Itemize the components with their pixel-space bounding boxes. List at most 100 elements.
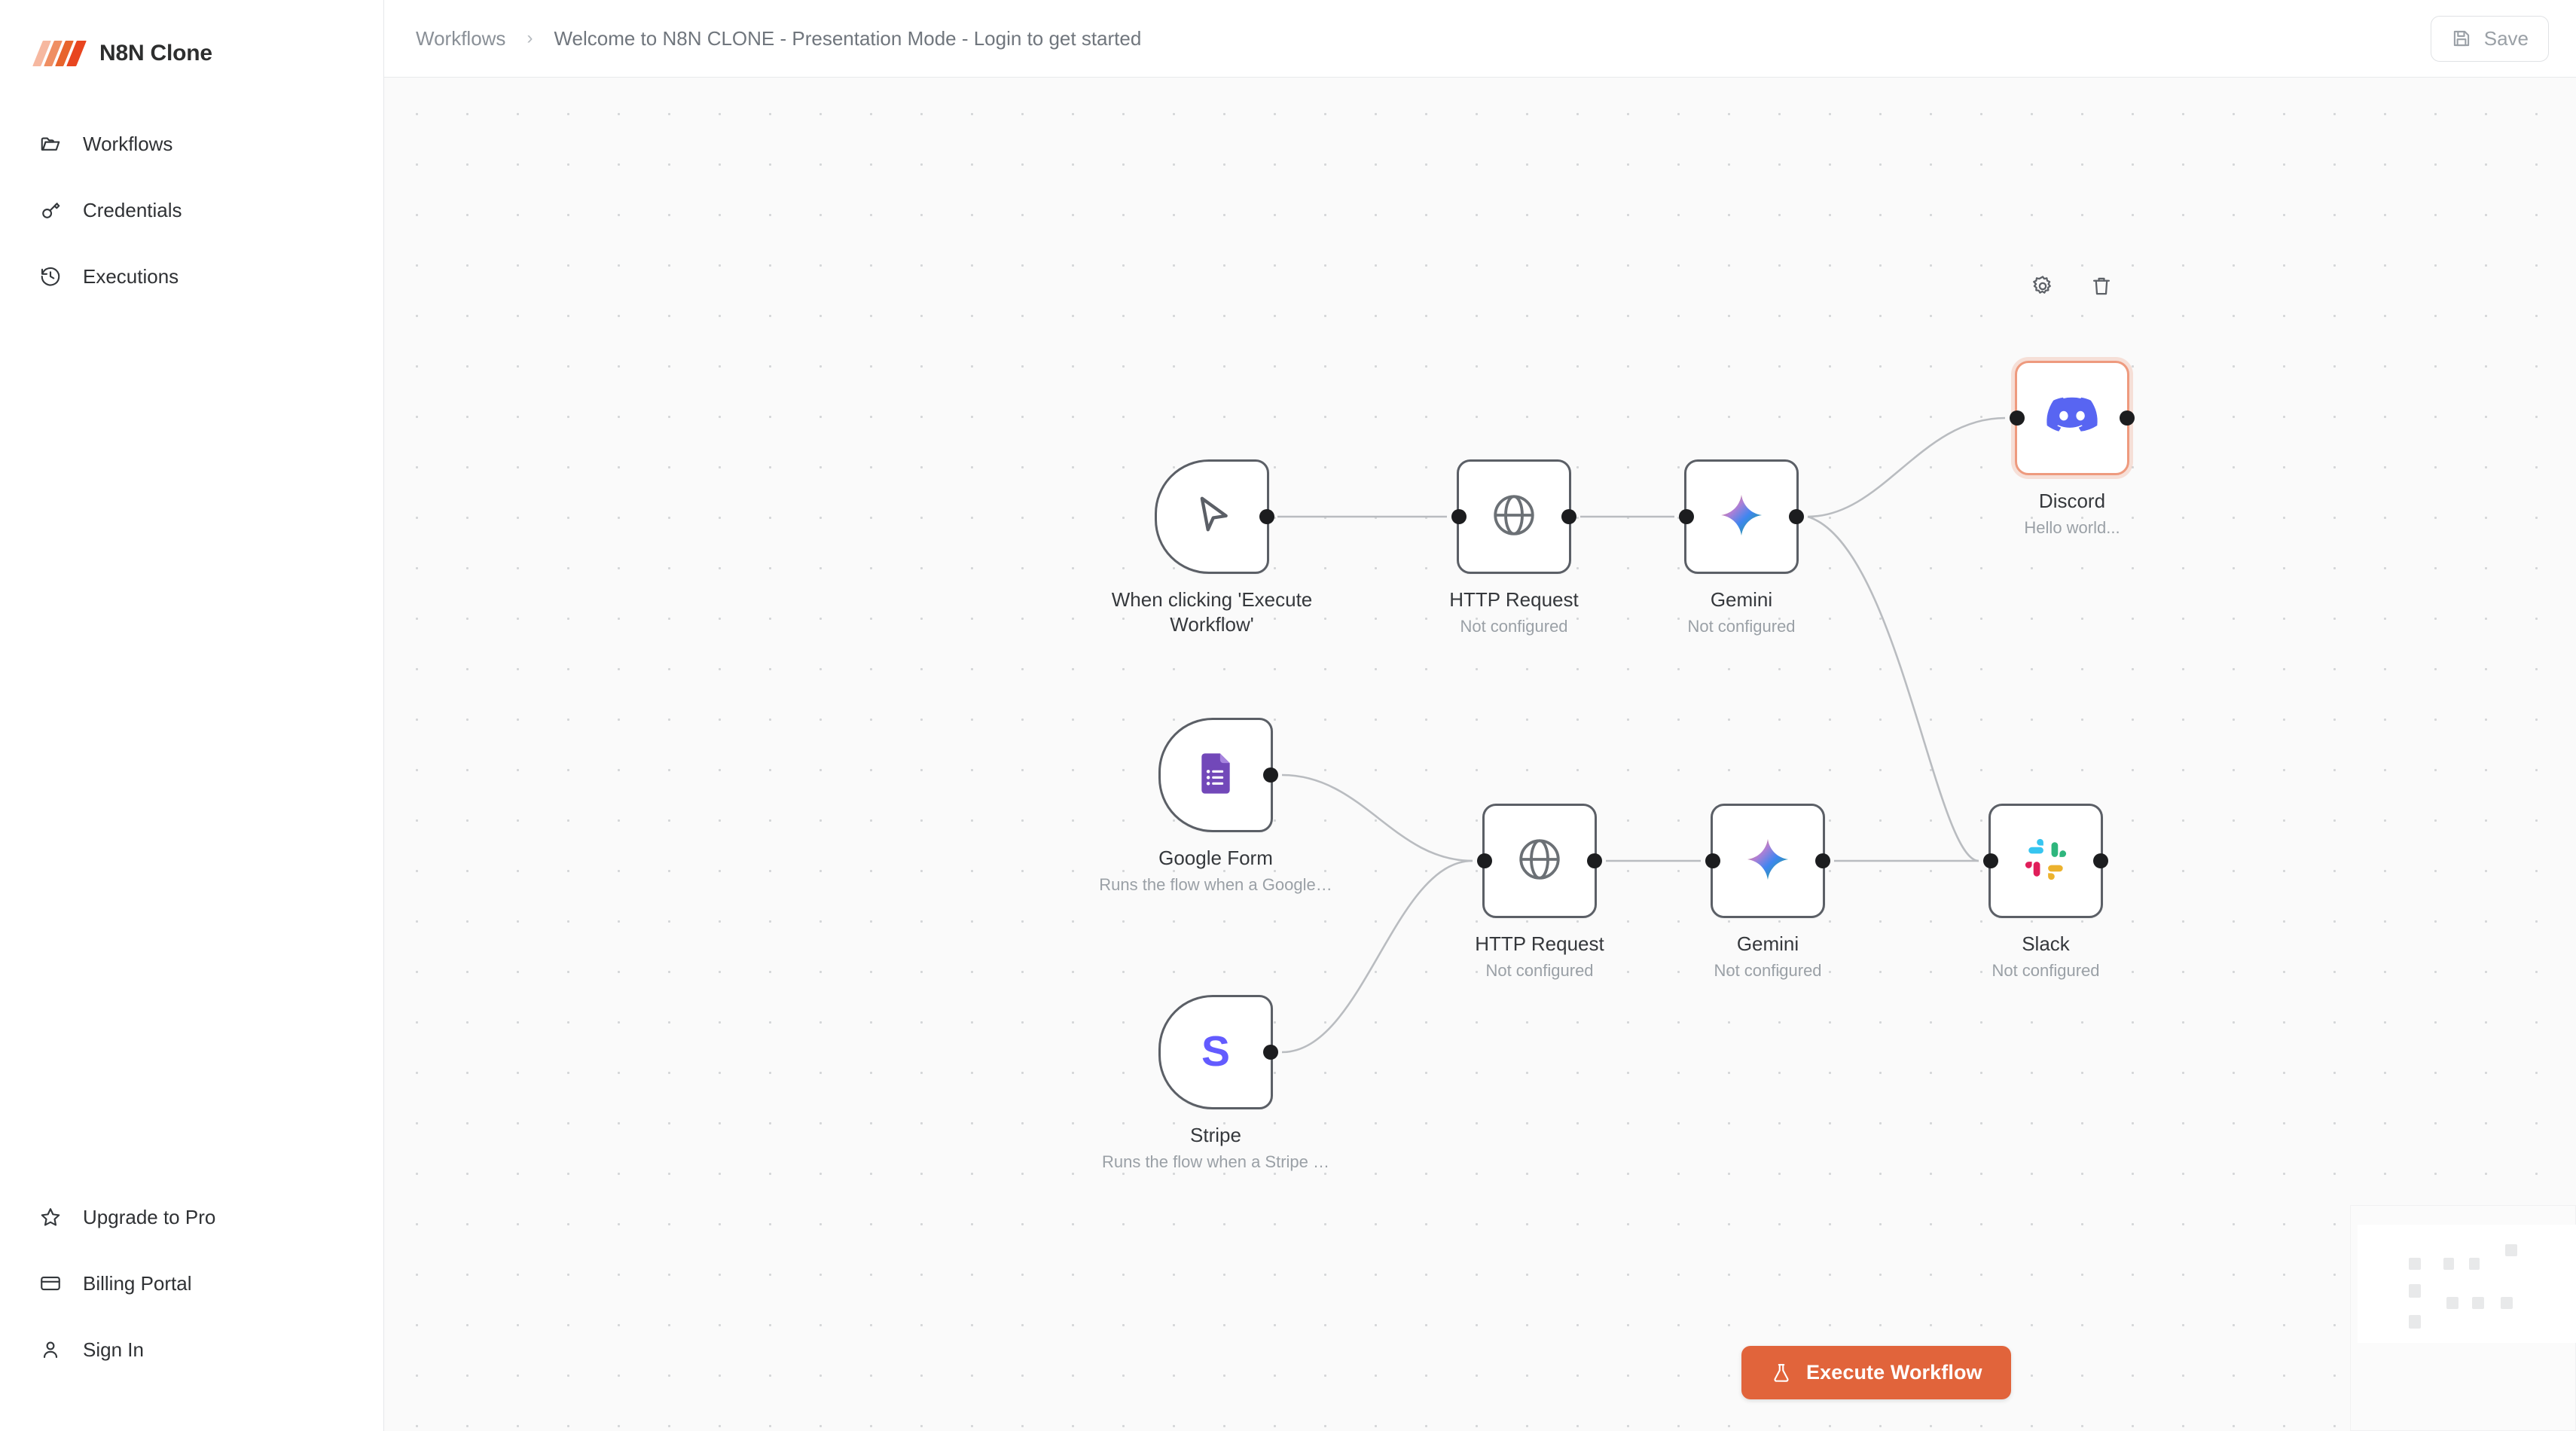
breadcrumb-workflows-link[interactable]: Workflows — [416, 26, 506, 50]
connection-edges — [1277, 416, 2006, 1054]
canvas-minimap[interactable] — [2350, 1205, 2576, 1431]
node-stripe[interactable]: S Stripe Runs the flow when a Stripe … — [1102, 995, 1329, 1171]
node-title: When clicking 'Execute Workflow' — [1111, 588, 1313, 636]
minimap-node — [2505, 1244, 2517, 1256]
node-box[interactable]: S — [1158, 995, 1278, 1109]
node-box[interactable] — [1477, 804, 1602, 918]
execute-workflow-button[interactable]: Execute Workflow — [1741, 1346, 2011, 1399]
node-subtitle: Runs the flow when a Stripe … — [1101, 1152, 1330, 1172]
node-discord[interactable]: Discord Hello world... — [2010, 276, 2135, 537]
star-icon — [38, 1204, 63, 1230]
input-port[interactable] — [1477, 853, 1492, 868]
minimap-node — [2409, 1315, 2421, 1329]
sidebar-nav-bottom: Upgrade to Pro Billing Portal — [0, 1184, 383, 1431]
minimap-node — [2409, 1258, 2421, 1270]
sidebar: N8N Clone Workflows — [0, 0, 384, 1431]
node-title: Discord — [2038, 490, 2106, 512]
node-http-request-2[interactable]: HTTP Request Not configured — [1475, 804, 1604, 980]
node-box[interactable] — [1155, 459, 1274, 574]
node-google-form[interactable]: Google Form Runs the flow when a Google… — [1099, 718, 1332, 894]
output-port[interactable] — [1263, 767, 1278, 783]
minimap-viewport[interactable] — [2358, 1225, 2576, 1343]
output-port[interactable] — [1561, 509, 1576, 524]
node-caption: When clicking 'Execute Workflow' — [1061, 587, 1363, 638]
node-subtitle: Not configured — [1687, 617, 1796, 636]
output-port[interactable] — [2120, 410, 2135, 426]
minimap-node — [2446, 1297, 2458, 1309]
stripe-s-icon: S — [1189, 1024, 1243, 1082]
folder-icon — [38, 131, 63, 157]
sidebar-item-credentials[interactable]: Credentials — [0, 177, 383, 243]
node-subtitle: Not configured — [1485, 961, 1594, 981]
sidebar-item-executions[interactable]: Executions — [0, 243, 383, 310]
sidebar-item-label: Billing Portal — [83, 1271, 192, 1295]
sidebar-item-label: Sign In — [83, 1338, 144, 1361]
node-caption: Discord Hello world... — [1921, 489, 2223, 538]
clock-history-icon — [38, 264, 63, 289]
sidebar-item-label: Upgrade to Pro — [83, 1205, 216, 1228]
save-button[interactable]: Save — [2430, 15, 2549, 62]
minimap-node — [2501, 1297, 2513, 1309]
flask-icon — [1770, 1362, 1793, 1384]
save-button-label: Save — [2483, 26, 2529, 50]
gear-icon — [2031, 274, 2055, 298]
sidebar-item-sign-in[interactable]: Sign In — [0, 1317, 383, 1383]
node-slack[interactable]: Slack Not configured — [1983, 804, 2108, 980]
input-port[interactable] — [1451, 509, 1467, 524]
node-gemini-2[interactable]: Gemini Not configured — [1705, 804, 1830, 980]
input-port[interactable] — [1983, 853, 1998, 868]
output-port[interactable] — [1259, 509, 1274, 524]
node-box[interactable] — [1679, 459, 1804, 574]
node-box[interactable] — [1158, 718, 1278, 832]
node-box[interactable] — [1705, 804, 1830, 918]
input-port[interactable] — [1705, 853, 1720, 868]
node-subtitle: Hello world... — [2024, 518, 2120, 538]
node-title: Slack — [2022, 932, 2070, 955]
output-port[interactable] — [1263, 1045, 1278, 1060]
trash-icon — [2089, 274, 2114, 298]
node-title: HTTP Request — [1475, 932, 1604, 955]
node-caption: HTTP Request Not configured — [1363, 587, 1665, 636]
sidebar-item-label: Workflows — [83, 132, 173, 155]
node-box[interactable] — [1451, 459, 1576, 574]
minimap-node — [2409, 1284, 2421, 1298]
output-port[interactable] — [1587, 853, 1602, 868]
user-icon — [38, 1337, 63, 1362]
edge-gform-http2 — [1281, 773, 1473, 862]
sidebar-item-billing-portal[interactable]: Billing Portal — [0, 1250, 383, 1317]
node-box[interactable] — [1983, 804, 2108, 918]
node-caption: Google Form Runs the flow when a Google… — [1065, 846, 1366, 895]
node-title: Google Form — [1158, 847, 1273, 869]
workflow-canvas[interactable]: When clicking 'Execute Workflow' — [384, 78, 2576, 1431]
output-port[interactable] — [2093, 853, 2108, 868]
node-delete-button[interactable] — [2089, 273, 2114, 299]
minimap-node — [2469, 1258, 2480, 1270]
input-port[interactable] — [2010, 410, 2025, 426]
node-http-request-1[interactable]: HTTP Request Not configured — [1449, 459, 1579, 636]
svg-text:S: S — [1201, 1027, 1230, 1075]
node-subtitle: Not configured — [1460, 617, 1568, 636]
google-forms-icon — [1192, 749, 1240, 801]
brand[interactable]: N8N Clone — [0, 0, 383, 79]
gemini-star-icon — [1718, 492, 1765, 542]
node-settings-button[interactable] — [2030, 273, 2056, 299]
sidebar-item-upgrade-to-pro[interactable]: Upgrade to Pro — [0, 1184, 383, 1250]
slack-icon — [2022, 835, 2070, 887]
node-caption: Gemini Not configured — [1591, 587, 1892, 636]
node-title: Stripe — [1190, 1124, 1241, 1146]
edge-stripe-http2 — [1281, 859, 1473, 1054]
execute-workflow-label: Execute Workflow — [1806, 1361, 1982, 1384]
cursor-pointer-icon — [1186, 489, 1238, 545]
sidebar-item-workflows[interactable]: Workflows — [0, 111, 383, 177]
input-port[interactable] — [1679, 509, 1694, 524]
output-port[interactable] — [1815, 853, 1830, 868]
node-box[interactable] — [2010, 361, 2135, 475]
gemini-star-icon — [1744, 836, 1791, 886]
node-gemini-1[interactable]: Gemini Not configured — [1679, 459, 1804, 636]
key-icon — [38, 197, 63, 223]
output-port[interactable] — [1789, 509, 1804, 524]
brand-name: N8N Clone — [99, 40, 212, 66]
edge-gemini1-slack — [1807, 515, 1979, 862]
node-when-clicking-execute-workflow[interactable]: When clicking 'Execute Workflow' — [1112, 459, 1312, 636]
